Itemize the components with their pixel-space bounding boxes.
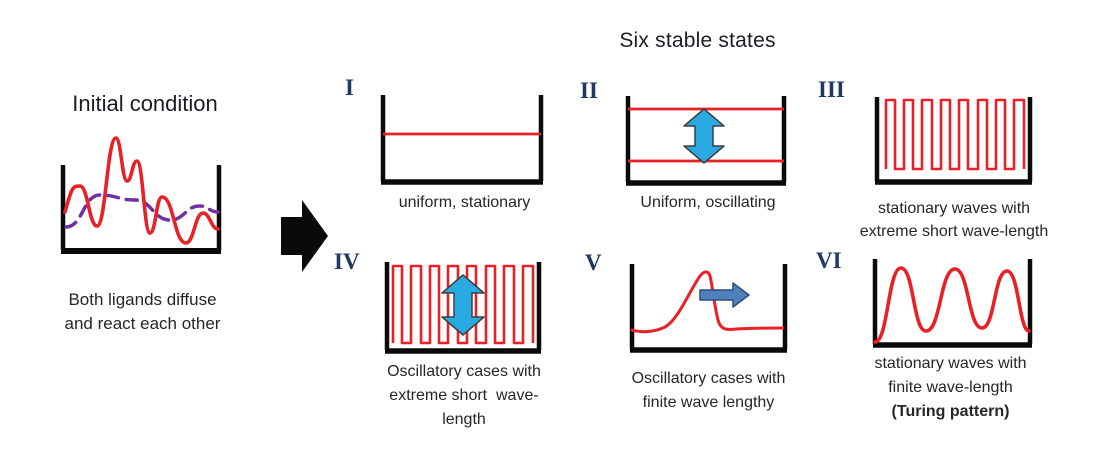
caption-line: and react each other (64, 314, 221, 333)
state-vi-numeral: VI (816, 248, 842, 273)
initial-condition-caption: Both ligands diffuse and react each othe… (25, 288, 260, 336)
state-i-numeral: I (345, 75, 354, 100)
state-v-container (629, 264, 788, 353)
state-iv-container (384, 262, 542, 354)
state-i-container (380, 95, 544, 185)
state-iii-container (874, 97, 1033, 185)
state-iv-square-wave (391, 264, 535, 345)
caption-line: uniform, stationary (398, 194, 531, 211)
caption-line: Both ligands diffuse (68, 290, 217, 309)
caption-line: Oscillatory cases with (631, 370, 786, 387)
page-title: Six stable states (619, 29, 776, 52)
state-iii-square-wave (884, 98, 1026, 171)
state-i-caption: uniform, stationary (372, 191, 557, 214)
black-right-block-arrow-icon (281, 200, 328, 272)
state-iii-numeral: III (818, 77, 845, 102)
caption-line: Uniform, oscillating (640, 194, 776, 211)
caption-line: Oscillatory cases with (387, 363, 541, 380)
cyan-up-down-arrow-icon (441, 274, 485, 336)
blue-right-arrow-icon (699, 282, 750, 308)
state-iv-numeral: IV (334, 249, 360, 274)
caption-line: finite wave lengthy (642, 394, 775, 411)
state-iv-caption: Oscillatory cases with extreme short wav… (363, 360, 565, 432)
state-ii-caption: Uniform, oscillating (614, 191, 802, 214)
state-v-numeral: V (585, 250, 602, 275)
caption-line: finite wave-length (888, 379, 1013, 396)
caption-line: length (442, 411, 486, 428)
caption-line: extreme short wave- (389, 387, 539, 404)
state-v-pulse-wave (630, 270, 785, 334)
cyan-up-down-arrow-icon (683, 108, 725, 164)
initial-condition-container (60, 165, 222, 254)
state-vi-sine-wave (873, 266, 1031, 344)
turing-pattern-label: (Turing pattern) (891, 403, 1010, 420)
state-v-caption: Oscillatory cases with finite wave lengt… (605, 367, 812, 415)
caption-line: stationary waves with (874, 355, 1027, 372)
purple-dashed-wave (64, 193, 220, 229)
state-ii-numeral: II (580, 78, 598, 103)
state-vi-caption: stationary waves with finite wave-length… (843, 352, 1058, 424)
initial-condition-title: Initial condition (72, 91, 218, 116)
red-solid-wave (63, 136, 220, 245)
state-iii-caption: stationary waves with extreme short wave… (845, 197, 1063, 243)
caption-line: stationary waves with (877, 200, 1031, 217)
caption-line: extreme short wave-length (859, 223, 1049, 240)
